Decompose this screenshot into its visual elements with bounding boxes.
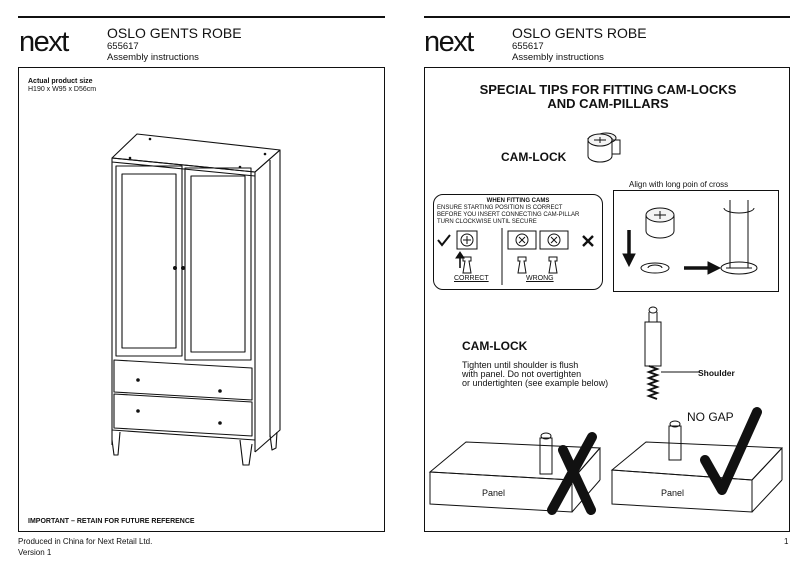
right-content-panel: SPECIAL TIPS FOR FITTING CAM-LOCKS AND C… [424,67,790,532]
tips-heading-line2: AND CAM-PILLARS [547,96,669,111]
left-top-rule [18,16,385,18]
brand-logo-left: next [19,26,69,58]
tighten-line3: or undertighten (see example below) [462,378,609,388]
produced-note: Produced in China for Next Retail Ltd. [18,537,153,546]
fitting-cams-line3: TURN CLOCKWISE UNTIL SECURE [437,219,537,225]
shoulder-label: Shoulder [698,368,735,378]
left-subtitle: Assembly instructions [107,52,199,63]
wrong-label: WRONG [526,275,554,282]
right-subtitle: Assembly instructions [512,52,604,63]
right-top-rule [424,16,790,18]
left-product-title: OSLO GENTS ROBE [107,25,242,41]
right-product-code: 655617 [512,41,544,52]
product-size-value: H190 x W95 x D56cm [28,86,97,93]
left-product-code: 655617 [107,41,139,52]
fitting-cams-line1: ENSURE STARTING POSITION IS CORRECT [437,205,563,211]
important-note: IMPORTANT – RETAIN FOR FUTURE REFERENCE [28,518,195,525]
align-diagram-box [613,190,779,292]
fitting-cams-title: WHEN FITTING CAMS [486,198,550,204]
brand-logo-right: next [424,26,474,58]
version-note: Version 1 [18,548,52,557]
right-product-title: OSLO GENTS ROBE [512,25,647,41]
panel-label-right: Panel [661,488,685,498]
fitting-cams-box: WHEN FITTING CAMS ENSURE STARTING POSITI… [433,194,603,290]
panel-label-left: Panel [482,488,506,498]
correct-label: CORRECT [454,275,489,282]
camlock-label-top: CAM-LOCK [501,150,567,164]
page-number: 1 [784,537,789,546]
tighten-line1: Tighten until shoulder is flush [462,360,579,370]
left-content-panel: Actual product size H190 x W95 x D56cm I… [18,67,385,532]
tips-heading-line1: SPECIAL TIPS FOR FITTING CAM-LOCKS [479,82,737,97]
camlock-label-bottom: CAM-LOCK [462,339,528,353]
wardrobe-illustration [111,133,281,466]
tighten-line2: with panel. Do not overtighten [462,369,582,379]
product-size-label: Actual product size [28,78,93,85]
align-note: Align with long poin of cross [629,180,729,189]
no-gap-label: NO GAP [687,410,734,424]
fitting-cams-line2: BEFORE YOU INSERT CONNECTING CAM-PILLAR [437,212,580,218]
